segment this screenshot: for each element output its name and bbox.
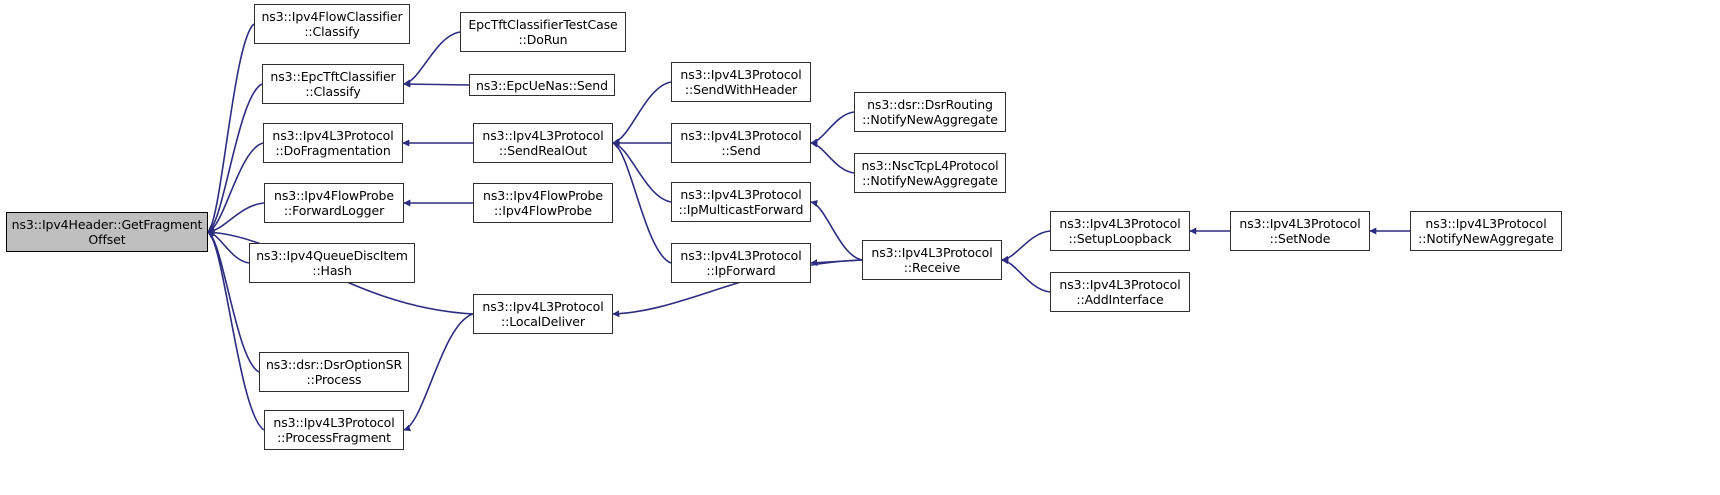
node-label-line2: ::SendWithHeader: [684, 82, 798, 97]
node-label-line1: EpcTftClassifierTestCase: [468, 17, 618, 32]
node-label-line2: ::Hash: [312, 263, 352, 278]
node-label-line2: ::NotifyNewAggregate: [862, 173, 998, 188]
graph-edge-receive--ipforward: [810, 259, 863, 267]
node-label-line2: ::Ipv4FlowProbe: [494, 203, 592, 218]
node-label-line1: ns3::EpcUeNas::Send: [476, 77, 608, 93]
node-label-line1: ns3::Ipv4FlowClassifier: [261, 9, 403, 24]
node-label-line2: ::ProcessFragment: [277, 430, 391, 445]
node-label-line1: ns3::Ipv4FlowProbe: [483, 188, 603, 203]
graph-node-setuploopback[interactable]: ns3::Ipv4L3Protocol::SetupLoopback: [1050, 211, 1190, 251]
node-label-line1: ns3::Ipv4L3Protocol: [273, 415, 395, 430]
node-label-line2: ::SetNode: [1269, 231, 1331, 246]
graph-node-send[interactable]: ns3::Ipv4L3Protocol::Send: [671, 123, 811, 163]
node-label-line2: ::LocalDeliver: [501, 314, 585, 329]
graph-edge-sendwithheader--sendrealout: [612, 81, 672, 146]
graph-node-ipforward[interactable]: ns3::Ipv4L3Protocol::IpForward: [671, 243, 811, 283]
graph-edge-addinterface--receive: [1001, 257, 1051, 293]
graph-node-localdeliver[interactable]: ns3::Ipv4L3Protocol::LocalDeliver: [473, 294, 613, 334]
graph-edge-dsrrouting-notifynewaggregate--send: [810, 111, 855, 146]
graph-node-dsroptionsr-process[interactable]: ns3::dsr::DsrOptionSR::Process: [259, 352, 409, 392]
node-label-line2: ::AddInterface: [1076, 292, 1164, 307]
graph-node-ipv4flowclassifier-classify[interactable]: ns3::Ipv4FlowClassifier::Classify: [254, 4, 410, 44]
graph-node-processfragment[interactable]: ns3::Ipv4L3Protocol::ProcessFragment: [264, 410, 404, 450]
node-label-line2: ::Process: [306, 372, 362, 387]
node-label-line1: ns3::Ipv4L3Protocol: [1059, 216, 1181, 231]
node-label-line2: ::DoFragmentation: [275, 143, 391, 158]
graph-edge-ipv4flowclassifier-classify--root: [207, 23, 255, 233]
node-label-line1: ns3::Ipv4L3Protocol: [482, 299, 604, 314]
node-label-line1: ns3::Ipv4L3Protocol: [680, 248, 802, 263]
graph-edge-dofragmentation--root: [207, 142, 264, 234]
graph-edge-ipforward--sendrealout: [612, 142, 672, 264]
node-label-line1: ns3::Ipv4L3Protocol: [871, 245, 993, 260]
node-label-line2: ::ForwardLogger: [283, 203, 385, 218]
node-label-line1: ns3::dsr::DsrRouting: [867, 97, 993, 112]
node-label-line2: Offset: [88, 232, 126, 247]
graph-edge-ipmulticastforward--sendrealout: [612, 140, 672, 203]
node-label-line2: ::SendRealOut: [498, 143, 588, 158]
graph-edge-localdeliver--processfragment: [403, 313, 474, 432]
graph-node-addinterface[interactable]: ns3::Ipv4L3Protocol::AddInterface: [1050, 272, 1190, 312]
graph-node-epctftclassifier-classify[interactable]: ns3::EpcTftClassifier::Classify: [262, 64, 404, 104]
graph-node-dsrrouting-notifynewaggregate[interactable]: ns3::dsr::DsrRouting::NotifyNewAggregate: [854, 92, 1006, 132]
graph-node-ipv4queuediscitem-hash[interactable]: ns3::Ipv4QueueDiscItem::Hash: [249, 243, 415, 283]
node-label-line1: ns3::Ipv4L3Protocol: [680, 187, 802, 202]
node-label-line1: ns3::Ipv4L3Protocol: [1239, 216, 1361, 231]
node-label-line2: ::NotifyNewAggregate: [1418, 231, 1554, 246]
graph-edge-epctftclassifier-classify--root: [207, 83, 263, 233]
node-label-line1: ns3::Ipv4L3Protocol: [680, 128, 802, 143]
node-label-line1: ns3::Ipv4L3Protocol: [1425, 216, 1547, 231]
graph-edge-receive--ipmulticastforward: [810, 200, 863, 261]
graph-node-ipmulticastforward[interactable]: ns3::Ipv4L3Protocol::IpMulticastForward: [671, 182, 811, 222]
node-label-line2: ::SetupLoopback: [1068, 231, 1172, 246]
node-label-line2: ::Receive: [903, 260, 961, 275]
node-label-line1: ns3::Ipv4L3Protocol: [272, 128, 394, 143]
graph-node-receive[interactable]: ns3::Ipv4L3Protocol::Receive: [862, 240, 1002, 280]
node-label-line1: ns3::Ipv4FlowProbe: [274, 188, 394, 203]
node-label-line1: ns3::dsr::DsrOptionSR: [265, 357, 403, 372]
node-label-line2: ::NotifyNewAggregate: [862, 112, 998, 127]
node-label-line2: ::IpMulticastForward: [678, 202, 804, 217]
node-label-line2: ::DoRun: [518, 32, 568, 47]
graph-node-epctftclassifiertestcase-dorun[interactable]: EpcTftClassifierTestCase::DoRun: [460, 12, 626, 52]
graph-node-ipv4flowprobe-forwardlogger[interactable]: ns3::Ipv4FlowProbe::ForwardLogger: [264, 183, 404, 223]
node-label-line1: ns3::EpcTftClassifier: [270, 69, 396, 84]
graph-node-epcuenas-send[interactable]: ns3::EpcUeNas::Send: [469, 74, 615, 96]
graph-edge-nsctcpl4protocol-notifynewaggregate--send: [810, 140, 855, 174]
node-label-line1: ns3::Ipv4L3Protocol: [680, 67, 802, 82]
graph-node-notifynewaggregate[interactable]: ns3::Ipv4L3Protocol::NotifyNewAggregate: [1410, 211, 1562, 251]
graph-node-nsctcpl4protocol-notifynewaggregate[interactable]: ns3::NscTcpL4Protocol::NotifyNewAggregat…: [854, 153, 1006, 193]
node-label-line1: ns3::Ipv4Header::GetFragment: [11, 217, 203, 232]
node-label-line2: ::Classify: [304, 24, 360, 39]
node-label-line1: ns3::Ipv4L3Protocol: [482, 128, 604, 143]
graph-edge-setuploopback--receive: [1001, 230, 1051, 263]
graph-node-sendrealout[interactable]: ns3::Ipv4L3Protocol::SendRealOut: [473, 123, 613, 163]
graph-edge-epcuenas-send--epctftclassifier-classify: [403, 80, 470, 88]
node-label-line1: ns3::Ipv4L3Protocol: [1059, 277, 1181, 292]
node-label-line2: ::IpForward: [706, 263, 776, 278]
node-label-line2: ::Classify: [305, 84, 361, 99]
graph-edge-ipv4flowprobe-forwardlogger--root: [207, 202, 265, 235]
node-label-line1: ns3::NscTcpL4Protocol: [861, 158, 999, 173]
graph-edge-ipv4queuediscitem-hash--root: [207, 229, 250, 264]
graph-node-setnode[interactable]: ns3::Ipv4L3Protocol::SetNode: [1230, 211, 1370, 251]
graph-edge-epctftclassifiertestcase-dorun--epctftclassifier-classify: [403, 31, 461, 87]
graph-node-ipv4flowprobe-ipv4flowprobe[interactable]: ns3::Ipv4FlowProbe::Ipv4FlowProbe: [473, 183, 613, 223]
node-label-line1: ns3::Ipv4QueueDiscItem: [256, 248, 408, 263]
graph-node-sendwithheader[interactable]: ns3::Ipv4L3Protocol::SendWithHeader: [671, 62, 811, 102]
graph-node-dofragmentation[interactable]: ns3::Ipv4L3Protocol::DoFragmentation: [263, 123, 403, 163]
node-label-line2: ::Send: [721, 143, 761, 158]
